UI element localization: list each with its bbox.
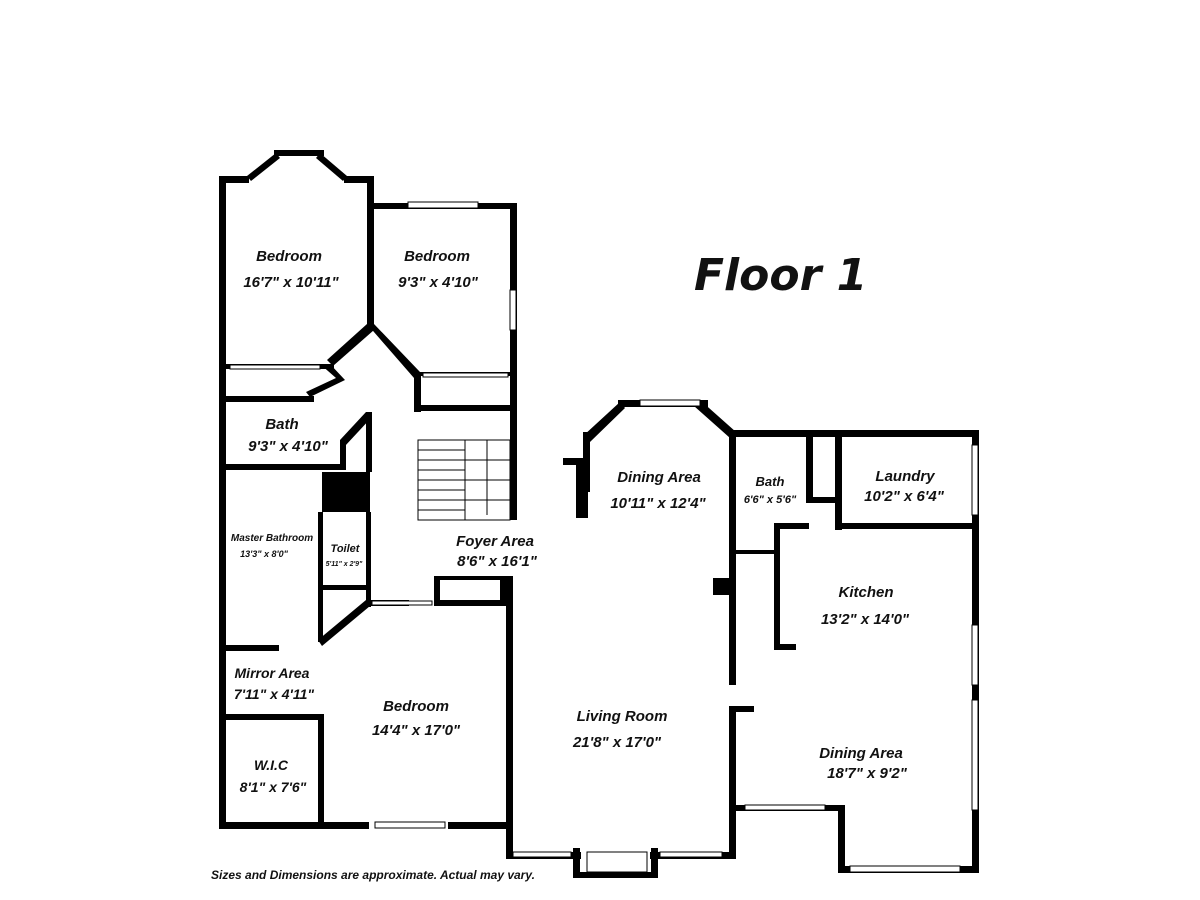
room-toilet: Toilet 5'11" x 2'9" bbox=[326, 543, 363, 568]
room-wic: W.I.C 8'1" x 7'6" bbox=[240, 757, 307, 795]
room-name: Foyer Area bbox=[456, 533, 534, 550]
room-name: Master Bathroom bbox=[231, 533, 313, 544]
room-name: Living Room bbox=[577, 708, 668, 725]
room-bedroom-3: Bedroom 14'4" x 17'0" bbox=[372, 698, 461, 739]
room-name: Laundry bbox=[875, 468, 935, 485]
room-dims: 8'1" x 7'6" bbox=[240, 779, 307, 795]
room-name: Bath bbox=[756, 474, 785, 489]
room-bath-1: Bath 9'3" x 4'10" bbox=[248, 416, 329, 455]
room-master-bathroom: Master Bathroom 13'3" x 8'0" bbox=[231, 533, 313, 559]
room-dims: 14'4" x 17'0" bbox=[372, 722, 461, 739]
room-foyer-area: Foyer Area 8'6" x 16'1" bbox=[456, 533, 538, 570]
room-name: Toilet bbox=[331, 543, 361, 555]
floor-title: Floor 1 bbox=[694, 250, 867, 301]
fixtures bbox=[229, 201, 979, 873]
room-dims: 13'3" x 8'0" bbox=[240, 549, 289, 559]
room-dims: 7'11" x 4'11" bbox=[234, 686, 315, 702]
room-name: Bedroom bbox=[404, 248, 470, 265]
room-dining-area-2: Dining Area 18'7" x 9'2" bbox=[819, 745, 908, 782]
room-name: Dining Area bbox=[819, 745, 903, 762]
room-bedroom-1: Bedroom 16'7" x 10'11" bbox=[243, 248, 339, 291]
room-name: Dining Area bbox=[617, 469, 701, 486]
room-name: Bath bbox=[265, 416, 298, 433]
room-name: Bedroom bbox=[256, 248, 322, 265]
room-living-room: Living Room 21'8" x 17'0" bbox=[572, 708, 667, 751]
room-kitchen: Kitchen 13'2" x 14'0" bbox=[821, 584, 910, 628]
room-name: W.I.C bbox=[254, 757, 289, 773]
room-name: Mirror Area bbox=[235, 665, 310, 681]
room-dining-area-1: Dining Area 10'11" x 12'4" bbox=[610, 469, 706, 512]
disclaimer-note: Sizes and Dimensions are approximate. Ac… bbox=[211, 868, 535, 882]
room-name: Kitchen bbox=[838, 584, 893, 601]
room-dims: 18'7" x 9'2" bbox=[827, 765, 908, 782]
room-dims: 16'7" x 10'11" bbox=[243, 274, 339, 291]
room-dims: 10'11" x 12'4" bbox=[610, 495, 706, 512]
room-labels: Bedroom 16'7" x 10'11" Bedroom 9'3" x 4'… bbox=[231, 248, 945, 795]
room-dims: 5'11" x 2'9" bbox=[326, 561, 363, 568]
room-dims: 10'2" x 6'4" bbox=[864, 488, 945, 505]
room-bedroom-2: Bedroom 9'3" x 4'10" bbox=[398, 248, 479, 291]
room-dims: 9'3" x 4'10" bbox=[248, 438, 329, 455]
room-bath-2: Bath 6'6" x 5'6" bbox=[744, 474, 797, 506]
room-dims: 8'6" x 16'1" bbox=[457, 553, 538, 570]
room-dims: 9'3" x 4'10" bbox=[398, 274, 479, 291]
room-laundry: Laundry 10'2" x 6'4" bbox=[864, 468, 945, 505]
room-name: Bedroom bbox=[383, 698, 449, 715]
room-mirror-area: Mirror Area 7'11" x 4'11" bbox=[234, 665, 315, 702]
room-dims: 13'2" x 14'0" bbox=[821, 611, 910, 628]
room-dims: 6'6" x 5'6" bbox=[744, 494, 797, 506]
room-dims: 21'8" x 17'0" bbox=[572, 734, 662, 751]
